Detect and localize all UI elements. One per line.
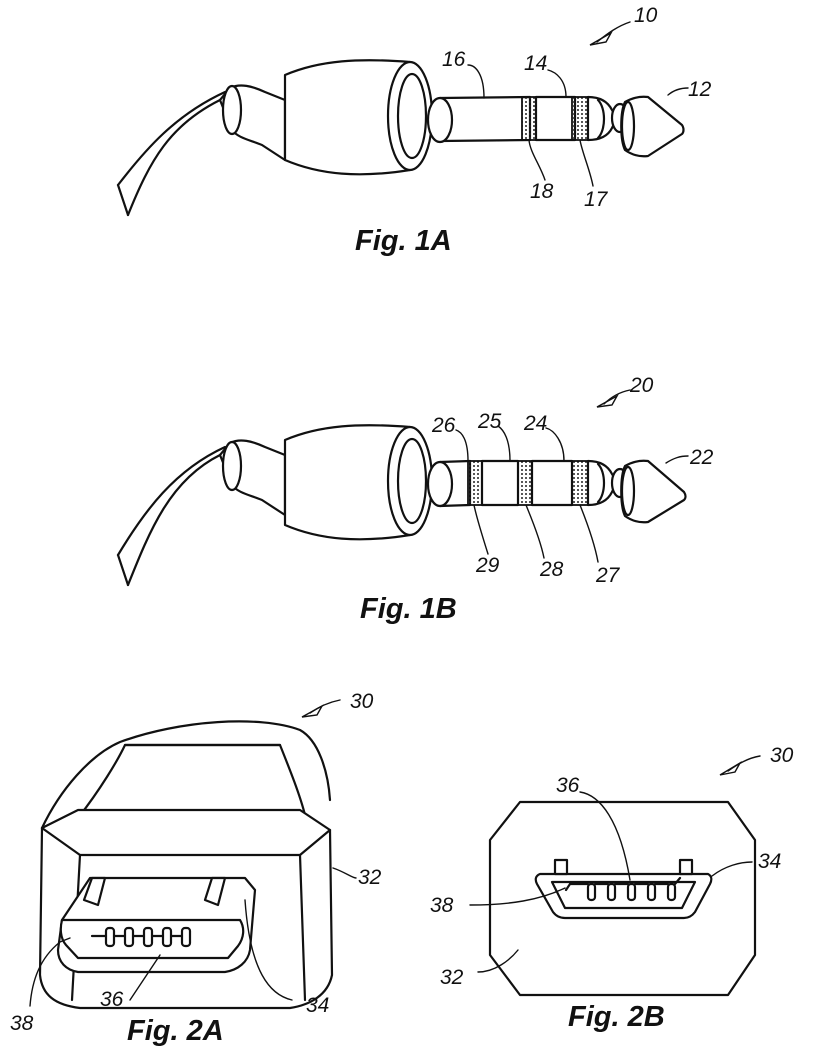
- receptacle-opening: [550, 880, 697, 910]
- ref-12: 12: [688, 78, 712, 101]
- contact-pins-36: [564, 876, 682, 902]
- ref-34: 34: [758, 850, 781, 873]
- ref-30: 30: [770, 744, 794, 767]
- ref-32: 32: [440, 966, 464, 989]
- ring-24: [530, 459, 574, 507]
- fig-2a-usb-connector-perspective: 30 32 34 36 38 Fig. 2A: [10, 690, 382, 1047]
- sleeve-16: [438, 95, 532, 143]
- connector-body-top: [40, 720, 332, 830]
- ref-27: 27: [595, 564, 621, 587]
- ref-25: 25: [477, 410, 502, 433]
- insulator-ring-18: [521, 96, 537, 141]
- insulator-ring-27: [571, 460, 589, 506]
- ref-22: 22: [689, 446, 714, 469]
- fig-1b-caption: Fig. 1B: [360, 593, 457, 625]
- ref-18: 18: [530, 180, 554, 203]
- ref-26: 26: [431, 414, 456, 437]
- ref-10: 10: [634, 4, 658, 27]
- ring-25: [480, 459, 520, 507]
- ring-14: [534, 95, 577, 142]
- ref-16: 16: [442, 48, 466, 71]
- ref-30: 30: [350, 690, 374, 713]
- ref-38: 38: [430, 894, 454, 917]
- cable: [116, 90, 227, 217]
- ref-36: 36: [556, 774, 580, 797]
- insulator-ring-17: [571, 96, 589, 141]
- fig-1a-caption: Fig. 1A: [355, 225, 452, 257]
- fig-1a-audio-plug-3-contact: 10 12 14 16 17 18 Fig. 1A: [116, 4, 712, 257]
- receptacle-shell-34: [534, 872, 713, 920]
- ref-36: 36: [100, 988, 124, 1011]
- fig-2b-caption: Fig. 2B: [568, 1001, 665, 1033]
- ref-17: 17: [584, 188, 609, 211]
- ref-20: 20: [629, 374, 654, 397]
- fig-2b-usb-connector-front: 30 36 34 38 32 Fig. 2B: [430, 744, 794, 1033]
- ref-34: 34: [306, 994, 329, 1017]
- fig-2a-caption: Fig. 2A: [127, 1015, 224, 1047]
- cable: [116, 445, 227, 587]
- ref-14: 14: [524, 52, 547, 75]
- ref-29: 29: [475, 554, 500, 577]
- fig-1b-audio-plug-4-contact: 20 22 24 25 26 27 28 29 Fig. 1B: [116, 374, 714, 625]
- ref-32: 32: [358, 866, 382, 889]
- ref-28: 28: [539, 558, 564, 581]
- ref-24: 24: [523, 412, 547, 435]
- contact-pins-36: [90, 926, 192, 948]
- insulator-ring-28: [517, 460, 533, 506]
- ref-38: 38: [10, 1012, 34, 1035]
- insulator-ring-29: [467, 460, 483, 506]
